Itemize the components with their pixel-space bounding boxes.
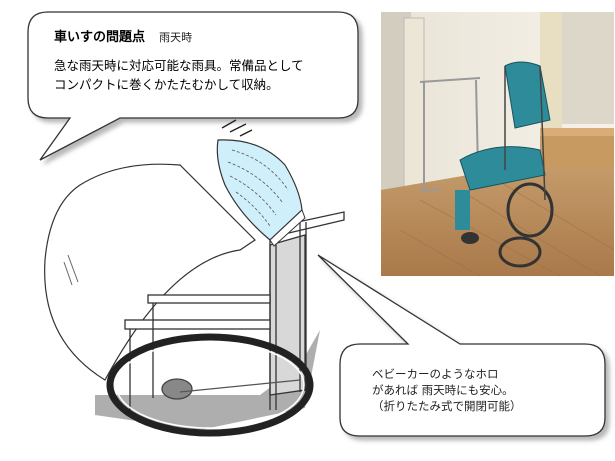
speech-bubble-bottom — [317, 254, 606, 437]
description-line-1: 急な雨天時に対応可能な雨具。常備品として — [54, 58, 304, 73]
room-photo — [381, 12, 615, 277]
note-line-1: ベビーカーのようなホロ — [372, 367, 499, 381]
callout-description: 急な雨天時に対応可能な雨具。常備品として コンパクトに巻くかたたむかして収納。 — [54, 56, 354, 94]
speech-bubble-top — [27, 11, 359, 161]
folded-canopy — [216, 119, 306, 247]
note-line-3: （折りたたみ式で開閉可能） — [372, 399, 522, 413]
note-line-2: があれば 雨天時にも安心。 — [372, 383, 514, 397]
description-line-2: コンパクトに巻くかたたむかして収納。 — [54, 77, 279, 92]
open-hood-outline — [44, 163, 256, 381]
callout-title-row: 車いすの問題点 雨天時 — [54, 26, 192, 45]
canopy-note: ベビーカーのようなホロ があれば 雨天時にも安心。 （折りたたみ式で開閉可能） — [372, 366, 572, 414]
callout-subtitle: 雨天時 — [159, 31, 193, 44]
wheelchair-drawing — [95, 211, 345, 437]
callout-title: 車いすの問題点 — [54, 30, 146, 45]
